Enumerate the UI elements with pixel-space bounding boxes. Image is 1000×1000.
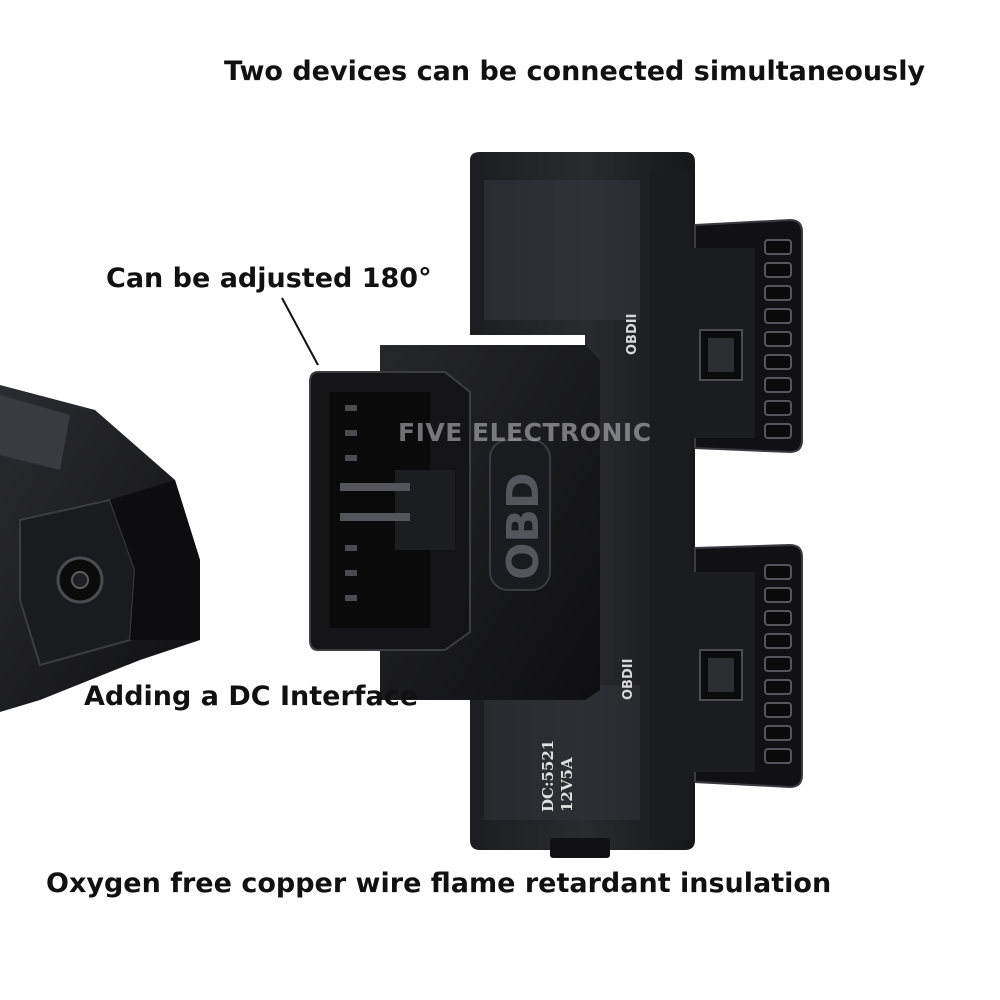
caption-simultaneous: Two devices can be connected simultaneou… bbox=[224, 56, 926, 87]
dc-jack-icon bbox=[56, 556, 104, 604]
caption-dc-interface: Adding a DC Interface bbox=[84, 681, 419, 712]
port-label-lower: OBDII bbox=[621, 659, 636, 700]
dc-spec-line2: 12V5A bbox=[558, 757, 576, 812]
caption-copper-wire: Oxygen free copper wire flame retardant … bbox=[46, 868, 832, 899]
adjust-leader-line bbox=[281, 297, 319, 366]
watermark: FIVE ELECTRONIC bbox=[398, 418, 652, 447]
caption-adjustable: Can be adjusted 180° bbox=[106, 263, 432, 294]
port-label-upper: OBDII bbox=[625, 314, 640, 355]
dc-device-closeup bbox=[0, 385, 200, 712]
obd-logo: OBD bbox=[498, 473, 549, 580]
male-obd-plug bbox=[309, 371, 471, 651]
dc-spec-line1: DC:5521 bbox=[539, 740, 557, 812]
lower-obd-port bbox=[685, 543, 803, 789]
obd-splitter: OBD bbox=[309, 152, 803, 858]
upper-obd-port bbox=[685, 218, 803, 454]
